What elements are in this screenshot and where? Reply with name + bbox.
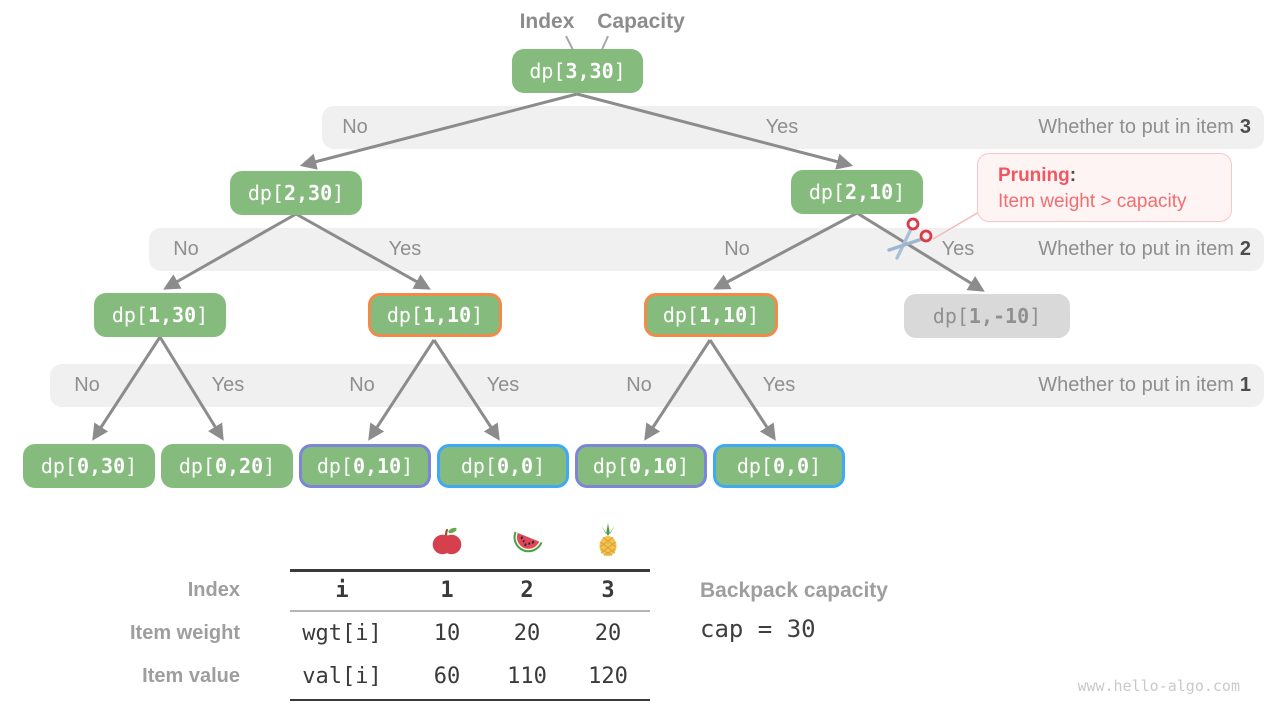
apple-icon: [432, 527, 462, 555]
backpack-capacity-label: Backpack capacity: [700, 579, 888, 602]
branch-label-yes: Yes: [211, 374, 245, 396]
dp-node-2-10: dp[2,10]: [791, 170, 923, 214]
dp-node-0-30: dp[0,30]: [23, 444, 155, 488]
table-top-rule: [290, 569, 650, 572]
table-value-2: 110: [507, 664, 547, 689]
branch-label-yes: Yes: [388, 238, 422, 260]
dp-node-1-neg10-pruned: dp[1,-10]: [904, 294, 1070, 338]
index-label: Index: [519, 10, 575, 33]
branch-label-no: No: [173, 238, 199, 260]
dp-node-1-30: dp[1,30]: [94, 293, 226, 337]
table-bottom-rule: [290, 699, 650, 701]
table-weight-3: 20: [594, 621, 622, 646]
watermelon-icon: [513, 531, 543, 553]
dp-node-0-0-b: dp[0,0]: [713, 444, 845, 488]
branch-label-yes: Yes: [486, 374, 520, 396]
pruning-text: Item weight > capacity: [998, 191, 1187, 212]
branch-label-no: No: [626, 374, 652, 396]
table-col-1: 1: [440, 578, 454, 603]
branch-label-no: No: [74, 374, 100, 396]
table-weight-2: 20: [513, 621, 541, 646]
dp-node-1-10-b: dp[1,10]: [644, 293, 778, 337]
table-value-1: 60: [433, 664, 461, 689]
branch-label-no: No: [342, 116, 368, 138]
pineapple-icon: [599, 523, 617, 556]
pruning-title: Pruning: [998, 165, 1070, 186]
branch-label-no: No: [724, 238, 750, 260]
branch-label-yes: Yes: [762, 374, 796, 396]
backpack-capacity-code: cap = 30: [700, 615, 816, 643]
decision-band-item-1: No Yes No Yes No Yes Whether to put in i…: [50, 364, 1264, 407]
dp-node-3-30: dp[3,30]: [512, 49, 643, 93]
dp-node-0-10-a: dp[0,10]: [299, 444, 431, 488]
table-var-i: i: [335, 578, 349, 603]
dp-node-0-20: dp[0,20]: [161, 444, 293, 488]
table-header-rule: [290, 610, 650, 612]
table-row-label-weight: Item weight: [129, 622, 240, 644]
table-value-3: 120: [588, 664, 628, 689]
table-col-2: 2: [520, 578, 534, 603]
table-row-label-value: Item value: [142, 665, 240, 687]
dp-node-1-10-a: dp[1,10]: [368, 293, 502, 337]
pruning-note: Pruning: Item weight > capacity: [977, 153, 1232, 222]
branch-label-no: No: [349, 374, 375, 396]
table-weight-1: 10: [433, 621, 461, 646]
table-var-wgt: wgt[i]: [302, 621, 382, 646]
branch-label-yes: Yes: [941, 238, 975, 260]
dp-node-0-0-a: dp[0,0]: [437, 444, 569, 488]
watermark: www.hello-algo.com: [1077, 677, 1240, 695]
dp-node-0-10-b: dp[0,10]: [575, 444, 707, 488]
table-row-label-index: Index: [187, 579, 240, 601]
table-col-3: 3: [601, 578, 615, 603]
dp-node-2-30: dp[2,30]: [230, 171, 362, 215]
capacity-label: Capacity: [597, 10, 685, 33]
table-var-val: val[i]: [302, 664, 382, 689]
branch-label-yes: Yes: [765, 116, 799, 138]
